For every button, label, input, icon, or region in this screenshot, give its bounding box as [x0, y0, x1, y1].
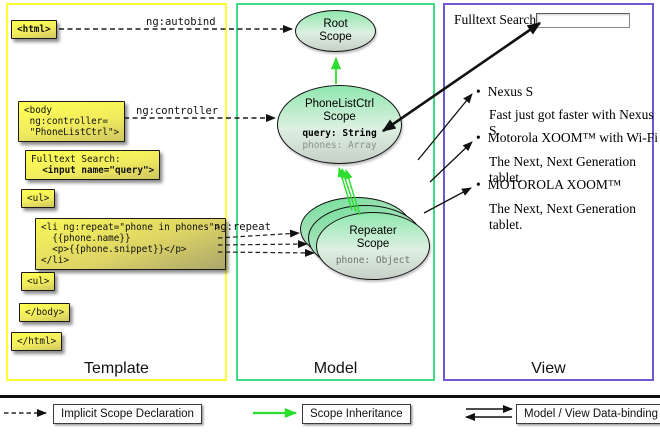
- item-title-text: Nexus S: [487, 84, 534, 99]
- ul-open-tag-note: <ul>: [21, 189, 56, 208]
- repeater-scope-title: Repeater: [349, 225, 397, 237]
- search-input[interactable]: [536, 13, 630, 28]
- ng-controller-label: ng:controller: [136, 105, 219, 117]
- list-item-title: • Nexus S: [476, 84, 533, 100]
- body-open-line: ng:controller=: [24, 116, 108, 127]
- legend-data-binding-box: Model / View Data-binding: [516, 404, 660, 424]
- root-scope-ellipse: Root Scope: [295, 10, 376, 52]
- html-open-tag-note: <html>: [11, 20, 57, 39]
- li-repeat-line: <li ng:repeat="phone in phones">: [41, 222, 221, 233]
- li-repeat-line: <p>{{phone.snippet}}</p>: [41, 244, 187, 255]
- bullet-icon: •: [476, 84, 481, 99]
- fulltext-label-line: Fulltext Search:: [31, 154, 121, 165]
- body-open-line: "PhoneListCtrl">: [24, 127, 120, 138]
- legend-separator: [0, 395, 660, 398]
- fulltext-search-note: Fulltext Search: <input name="query">: [25, 150, 161, 180]
- list-item-desc: The Next, Next Generation tablet.: [489, 201, 636, 232]
- ng-autobind-label: ng:autobind: [146, 16, 216, 28]
- phones-property: phones: Array: [302, 139, 377, 151]
- bullet-icon: •: [476, 130, 481, 145]
- ul-close-tag-note: <ul>: [21, 272, 56, 291]
- template-column-label: Template: [84, 360, 149, 377]
- body-open-line: <body: [24, 105, 52, 116]
- input-tag-line: <input name="query">: [31, 165, 155, 176]
- html-close-tag-note: </html>: [11, 332, 63, 351]
- list-item-desc: The Next, Next Generation tablet.: [489, 154, 636, 185]
- repeater-scope-title: Scope: [356, 238, 390, 250]
- list-item-title: • MOTOROLA XOOM™: [476, 177, 621, 193]
- body-close-tag-note: </body>: [19, 303, 71, 322]
- root-scope-title: Scope: [319, 31, 352, 43]
- body-open-tag-note: <body ng:controller= "PhoneListCtrl">: [18, 101, 126, 142]
- view-column-label: View: [531, 360, 566, 377]
- root-scope-title: Root: [323, 18, 348, 30]
- list-item-title: • Motorola XOOM™ with Wi-Fi: [476, 130, 658, 146]
- legend-implicit-scope-box: Implicit Scope Declaration: [53, 404, 202, 424]
- ng-repeat-label: ng:repeat: [214, 221, 271, 233]
- model-column-frame: [236, 3, 435, 381]
- phonelistctrl-scope-ellipse: PhoneListCtrl Scope query: String phones…: [277, 85, 402, 164]
- bullet-icon: •: [476, 177, 481, 192]
- model-column-label: Model: [313, 360, 358, 377]
- repeater-scope-ellipse: Repeater Scope phone: Object: [316, 212, 430, 280]
- query-property: query: String: [302, 127, 377, 139]
- li-repeat-line: </li>: [41, 255, 69, 266]
- phonelistctrl-scope-title: Scope: [323, 110, 356, 123]
- item-title-text: Motorola XOOM™ with Wi-Fi: [487, 130, 659, 145]
- template-column-frame: [6, 3, 227, 381]
- li-repeat-note: <li ng:repeat="phone in phones"> {{phone…: [35, 218, 227, 270]
- phone-property: phone: Object: [335, 255, 411, 266]
- li-repeat-line: {{phone.name}}: [41, 233, 131, 244]
- legend-scope-inheritance-box: Scope Inheritance: [302, 404, 411, 424]
- item-title-text: MOTOROLA XOOM™: [487, 177, 622, 192]
- phonelistctrl-scope-title: PhoneListCtrl: [304, 97, 375, 110]
- fulltext-search-label: Fulltext Search:: [454, 12, 540, 27]
